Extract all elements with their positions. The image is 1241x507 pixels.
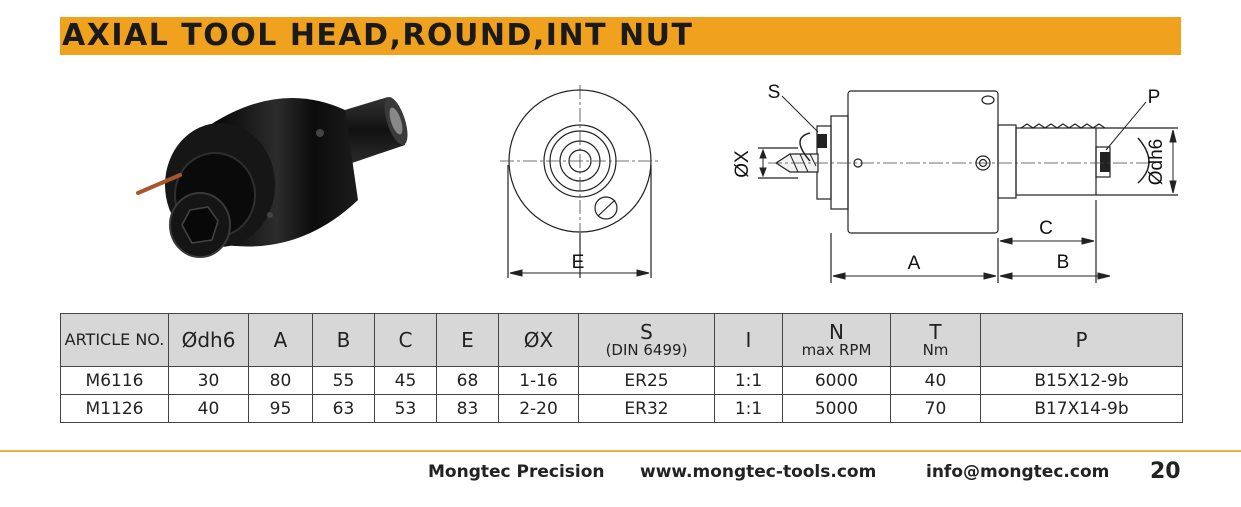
spec-table: ARTICLE NO. Ødh6 A B C E ØX S (DIN 6499)… — [60, 313, 1183, 423]
cell-p: B17X14-9b — [980, 394, 1183, 423]
header-n: N max RPM — [782, 313, 891, 367]
cell-article-no: M6116 — [60, 366, 169, 395]
table-header-row: ARTICLE NO. Ødh6 A B C E ØX S (DIN 6499)… — [60, 313, 1183, 367]
cell-ox: 2-20 — [498, 394, 579, 423]
header-ox: ØX — [498, 313, 579, 367]
dim-e-label: E — [572, 252, 585, 273]
cell-s: ER32 — [578, 394, 715, 423]
footer-divider — [0, 450, 1241, 452]
cell-t: 40 — [890, 366, 981, 395]
header-b: B — [312, 313, 375, 367]
cell-ox: 1-16 — [498, 366, 579, 395]
footer-website[interactable]: www.mongtec-tools.com — [640, 462, 877, 482]
header-c: C — [374, 313, 437, 367]
cell-e: 68 — [436, 366, 499, 395]
cell-e: 83 — [436, 394, 499, 423]
table-row: M6116 30 80 55 45 68 1-16 ER25 1:1 6000 … — [60, 366, 1183, 395]
header-odh6: Ødh6 — [168, 313, 249, 367]
cell-n: 6000 — [782, 366, 891, 395]
cell-b: 63 — [312, 394, 375, 423]
header-p: P — [980, 313, 1183, 367]
dim-b-label: B — [1057, 252, 1070, 273]
cell-p: B15X12-9b — [980, 366, 1183, 395]
cell-c: 45 — [374, 366, 437, 395]
dim-p-label: P — [1148, 87, 1161, 108]
table-row: M1126 40 95 63 53 83 2-20 ER32 1:1 5000 … — [60, 394, 1183, 423]
header-t: T Nm — [890, 313, 981, 367]
cell-n: 5000 — [782, 394, 891, 423]
dim-a-label: A — [908, 253, 921, 274]
page-number: 20 — [1150, 459, 1181, 484]
header-i: I — [714, 313, 783, 367]
header-s: S (DIN 6499) — [578, 313, 715, 367]
cell-a: 95 — [248, 394, 313, 423]
coolant-pipe — [136, 173, 182, 195]
cell-odh6: 40 — [168, 394, 249, 423]
cell-c: 53 — [374, 394, 437, 423]
cell-t: 70 — [890, 394, 981, 423]
header-e: E — [436, 313, 499, 367]
shank — [335, 97, 408, 163]
dim-odh6-label: Ødh6 — [1146, 139, 1167, 185]
product-photo — [136, 97, 408, 258]
cell-b: 55 — [312, 366, 375, 395]
footer-email[interactable]: info@mongtec.com — [926, 462, 1110, 482]
side-view-drawing: S P A B C ØX Ødh6 — [732, 82, 1178, 283]
dim-ox-label: ØX — [732, 150, 753, 178]
cell-i: 1:1 — [714, 394, 783, 423]
header-a: A — [248, 313, 313, 367]
header-article-no: ARTICLE NO. — [60, 313, 169, 367]
collet-nut — [169, 192, 231, 258]
cell-a: 80 — [248, 366, 313, 395]
dim-s-label: S — [768, 82, 781, 103]
cell-i: 1:1 — [714, 366, 783, 395]
cell-s: ER25 — [578, 366, 715, 395]
page-title: AXIAL TOOL HEAD,ROUND,INT NUT — [62, 18, 694, 53]
front-view-drawing: E — [500, 85, 660, 278]
title-bar: AXIAL TOOL HEAD,ROUND,INT NUT — [60, 17, 1181, 55]
footer-company: Mongtec Precision — [428, 462, 605, 482]
cell-article-no: M1126 — [60, 394, 169, 423]
cell-odh6: 30 — [168, 366, 249, 395]
dim-c-label: C — [1039, 218, 1053, 239]
